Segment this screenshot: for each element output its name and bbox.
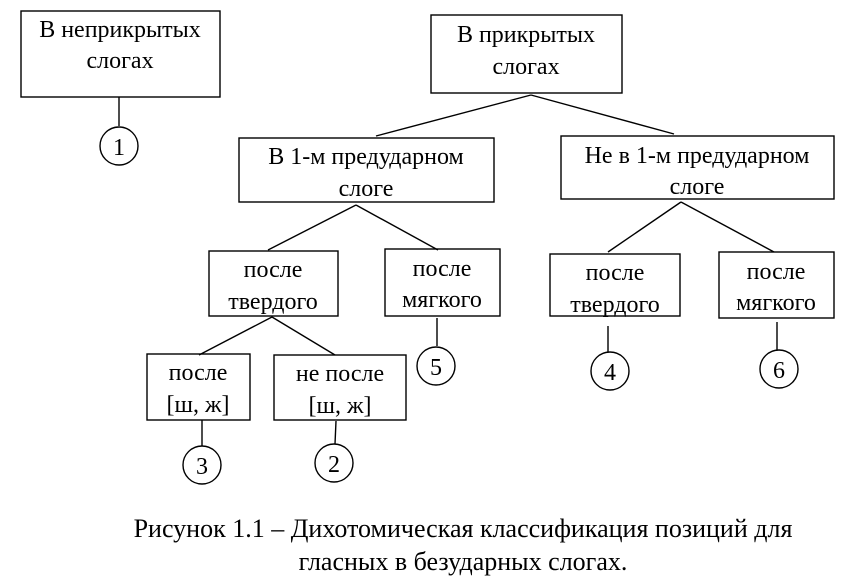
box-after-soft-right [718,251,835,319]
box-after-hard-right [549,253,681,317]
label-first-pretonic-1: В 1-м предударном [268,144,464,170]
label-after-hard-right-2: твердого [570,292,659,318]
connector-hard-to-shzh [198,316,273,356]
label-first-pretonic-2: слоге [339,176,394,202]
circle-5-number: 5 [430,355,442,381]
connector-covered-to-first [375,94,532,137]
circle-2-number: 2 [328,452,340,478]
label-after-sh-zh-1: после [169,360,228,386]
label-unstressed-open-2: слогах [86,48,153,74]
circle-3 [182,445,222,485]
label-not-first-pretonic-2: слоге [670,174,725,200]
circle-6 [759,349,799,389]
label-not-first-pretonic-1: Не в 1-м предударном [585,143,810,169]
label-after-soft-right-1: после [747,259,806,285]
box-after-hard-left [208,250,339,317]
label-unstressed-open-1: В неприкрытых [39,17,201,43]
circle-4-number: 4 [604,360,616,386]
label-not-after-sh-zh-2: [ш, ж] [308,393,371,419]
circle-6-number: 6 [773,358,785,384]
label-after-hard-right-1: после [586,260,645,286]
circle-1 [99,126,139,166]
connector-hard-to-notshzh [271,316,336,356]
box-not-after-sh-zh [273,354,407,421]
connector-first-to-hard [267,204,357,251]
connector-notfirst-to-hard [607,201,682,253]
label-after-soft-left-2: мягкого [402,287,482,313]
circle-1-number: 1 [113,135,125,161]
label-after-soft-right-2: мягкого [736,290,816,316]
label-after-soft-left-1: после [413,256,472,282]
box-unstressed-open [20,10,221,98]
label-covered-1: В прикрытых [457,22,595,48]
connector-notshzh-to-2 [334,420,337,445]
label-covered-2: слогах [492,54,559,80]
label-after-sh-zh-2: [ш, ж] [166,392,229,418]
circle-3-number: 3 [196,454,208,480]
connector-notfirst-to-soft [680,201,775,253]
label-after-hard-left-1: после [244,257,303,283]
caption-line-1: Рисунок 1.1 – Дихотомическая классификац… [133,514,793,543]
circle-5 [416,346,456,386]
label-not-after-sh-zh-1: не после [296,361,384,387]
circle-4 [590,351,630,391]
circle-2 [314,443,354,483]
figure-caption: Рисунок 1.1 – Дихотомическая классификац… [0,512,850,578]
connector-covered-to-notfirst [530,94,675,135]
box-first-pretonic [238,137,495,203]
box-after-soft-left [384,248,501,317]
box-covered [430,14,623,94]
label-after-hard-left-2: твердого [228,289,317,315]
caption-line-2: гласных в безударных слогах. [298,547,628,576]
box-not-first-pretonic [560,135,835,200]
box-after-sh-zh [146,353,251,421]
connector-first-to-soft [355,204,439,251]
